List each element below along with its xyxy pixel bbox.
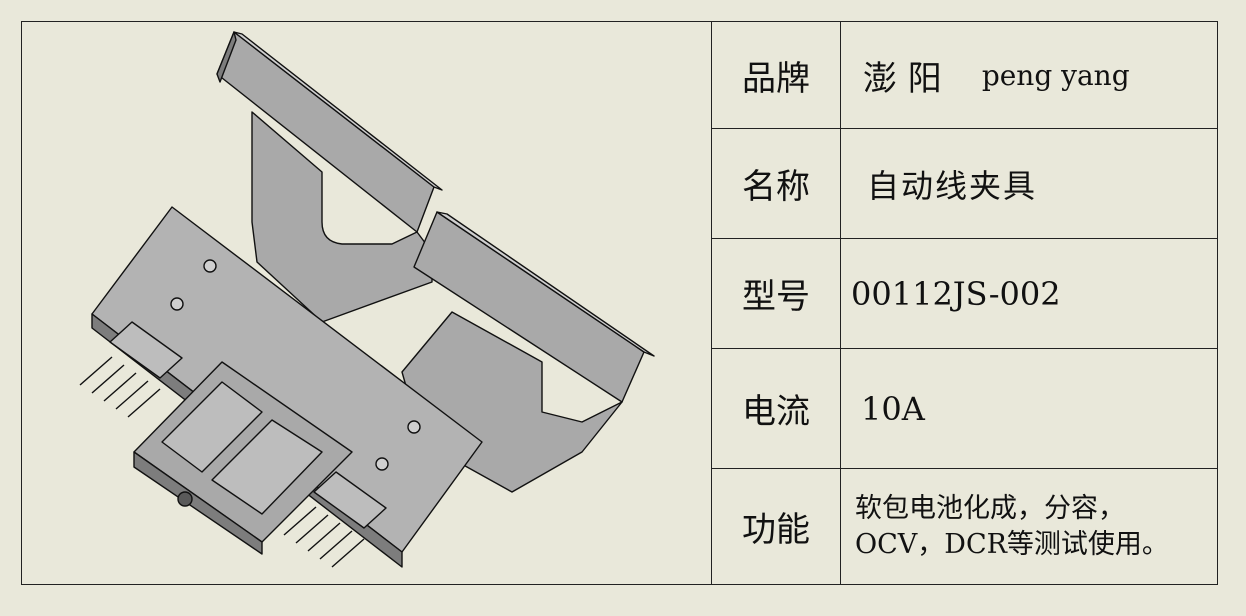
name-value: 自动线夹具 (867, 166, 1038, 205)
pin (103, 372, 137, 402)
pin (283, 506, 317, 536)
spec-table: 品牌 澎 阳 peng yang 名称 自动线夹具 型号 00112JS-002… (712, 22, 1217, 584)
brand-label: 品牌 (712, 22, 841, 128)
name-label: 名称 (712, 129, 841, 238)
right-pin-header (313, 471, 387, 529)
upper-arm-rail (233, 31, 443, 191)
spec-row-brand: 品牌 澎 阳 peng yang (712, 22, 1217, 129)
mount-hole (170, 297, 184, 311)
pin (79, 356, 113, 386)
fixture-3d-view (79, 31, 655, 568)
drawing-sheet: 品牌 澎 阳 peng yang 名称 自动线夹具 型号 00112JS-002… (21, 21, 1218, 585)
spec-row-current: 电流 10A (712, 349, 1217, 469)
brand-value-cn: 澎 阳 (863, 58, 942, 99)
brand-value: 澎 阳 peng yang (841, 22, 1217, 128)
pin (307, 522, 341, 552)
pin (331, 538, 365, 568)
function-label: 功能 (712, 469, 841, 584)
mount-hole (203, 259, 217, 273)
spec-row-function: 功能 软包电池化成，分容， OCV，DCR等测试使用。 (712, 469, 1217, 584)
function-value: 软包电池化成，分容， OCV，DCR等测试使用。 (841, 469, 1217, 584)
lower-arm-rail (436, 211, 655, 357)
upper-arm-stem (251, 111, 433, 323)
upper-arm-rail-side (216, 31, 237, 83)
function-line-1: 软包电池化成，分容， (855, 492, 1125, 524)
pin (91, 364, 125, 394)
mount-hole (375, 457, 389, 471)
pin (127, 388, 161, 418)
cell-holder-front (133, 451, 263, 555)
mount-hole (407, 420, 421, 434)
pin (115, 380, 149, 410)
fixture-drawing (22, 22, 712, 584)
cell-slot (161, 381, 263, 473)
holder-screw (177, 491, 193, 507)
brand-value-en: peng yang (981, 58, 1130, 92)
function-line-2: OCV，DCR等测试使用。 (855, 528, 1169, 560)
model-value: 00112JS-002 (851, 274, 1061, 313)
spec-row-model: 型号 00112JS-002 (712, 239, 1217, 349)
spec-row-name: 名称 自动线夹具 (712, 129, 1217, 239)
current-value: 10A (861, 389, 925, 428)
current-label: 电流 (712, 349, 841, 468)
cell-slot (211, 419, 323, 515)
upper-arm-plate (216, 31, 435, 233)
pin (319, 530, 353, 560)
pin (295, 514, 329, 544)
left-pin-header (109, 321, 183, 379)
model-label: 型号 (712, 239, 841, 348)
